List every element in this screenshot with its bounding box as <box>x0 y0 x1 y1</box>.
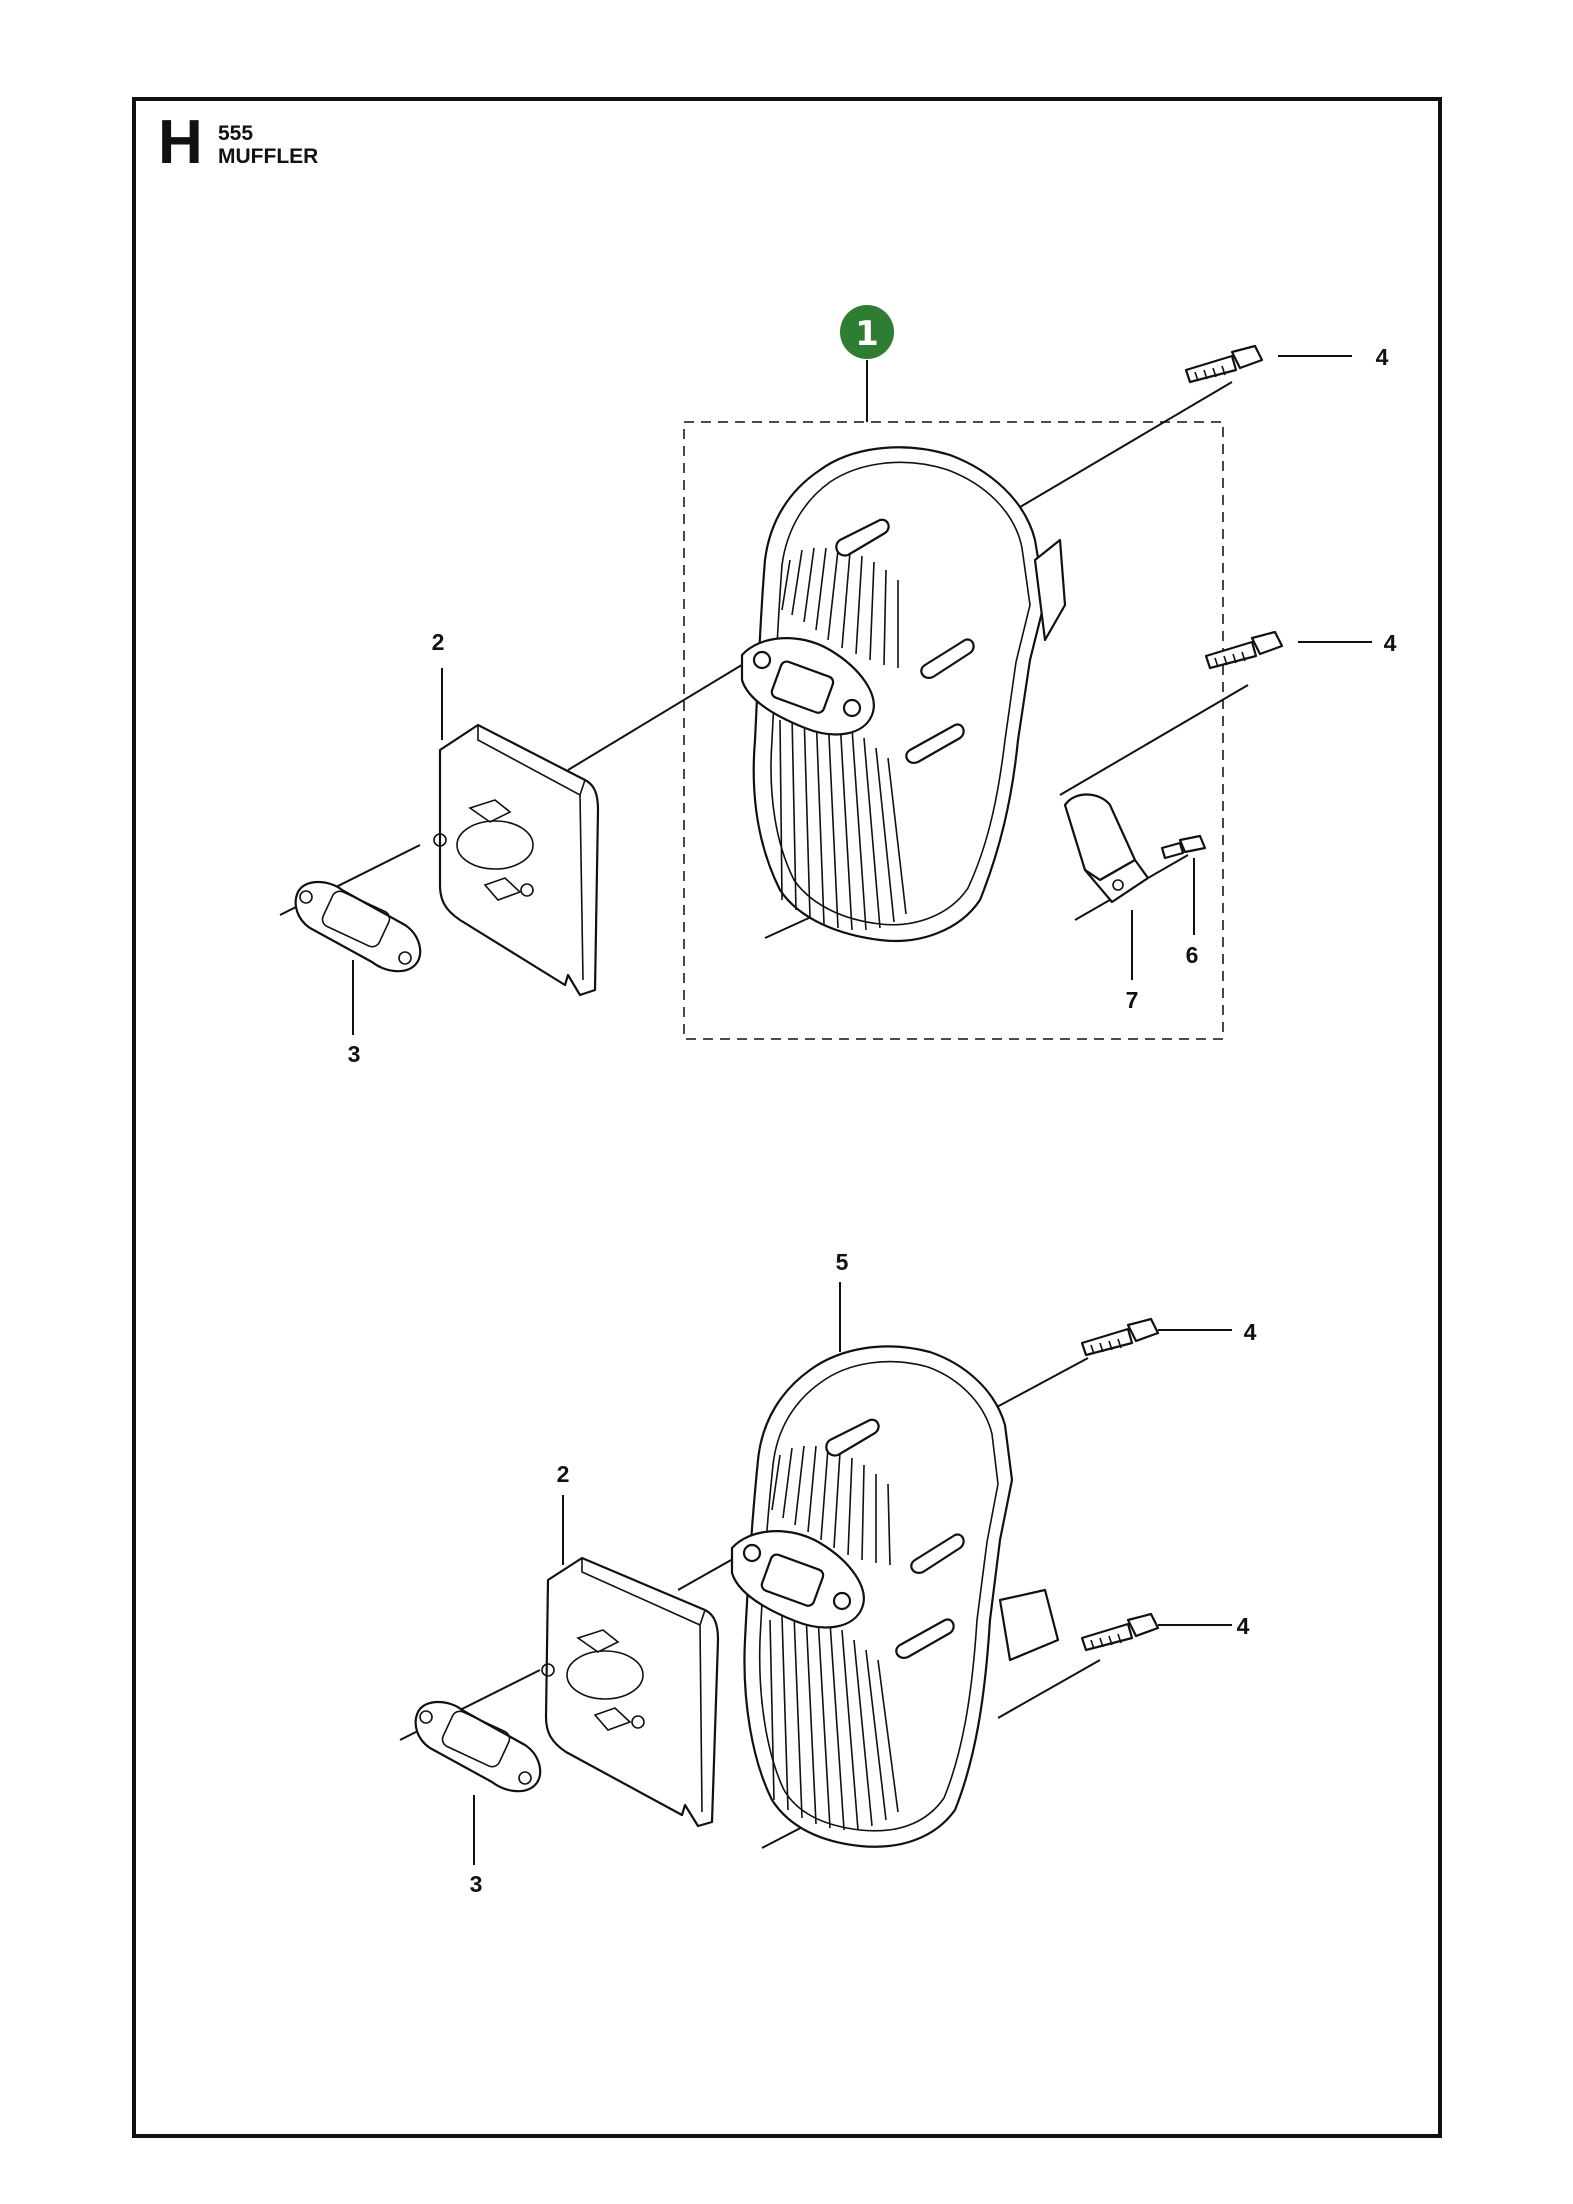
callout-bolt: 4 <box>1237 1613 1250 1639</box>
bracket <box>1063 793 1150 904</box>
assembly-line <box>1014 381 1233 511</box>
muffler-body <box>730 1345 1060 1848</box>
callout-muffler: 5 <box>836 1249 849 1275</box>
section-letter: H <box>158 108 203 177</box>
assembly-line <box>997 1659 1101 1719</box>
lower-assembly <box>399 1282 1232 1865</box>
callout-screw: 6 <box>1186 942 1199 968</box>
assembly-line <box>994 1357 1089 1409</box>
bolt <box>1204 630 1284 670</box>
assembly-line <box>567 659 751 771</box>
callout-gasket: 3 <box>348 1041 361 1067</box>
bolt <box>1184 344 1264 384</box>
bolt <box>1080 1612 1160 1652</box>
outlet-deflector <box>998 1588 1060 1662</box>
lower-fins <box>769 1613 899 1831</box>
upper-assembly <box>279 344 1372 1040</box>
screw <box>1160 834 1207 860</box>
callout-bracket: 7 <box>1126 987 1139 1013</box>
callout-heat-shield: 2 <box>557 1461 570 1487</box>
assembly-line <box>1059 684 1249 796</box>
gasket <box>294 880 422 973</box>
cooling-fins <box>771 1445 891 1566</box>
heat-shield <box>433 723 600 997</box>
callout-bolt: 4 <box>1376 344 1389 370</box>
assembly-line <box>677 1554 741 1591</box>
bolt <box>1080 1317 1160 1357</box>
kit-badge: 1 <box>840 305 894 359</box>
lower-fins <box>779 711 907 931</box>
kit-badge-number: 1 <box>855 314 879 354</box>
page-frame <box>132 97 1442 2138</box>
kit-badge-circle <box>840 305 894 359</box>
muffler-body <box>740 446 1067 942</box>
heat-shield <box>541 1556 720 1828</box>
cooling-fins <box>781 547 899 668</box>
section-title: MUFFLER <box>218 145 319 168</box>
callout-bolt: 4 <box>1244 1319 1257 1345</box>
gasket <box>414 1700 542 1793</box>
callout-heat-shield: 2 <box>432 629 445 655</box>
callout-gasket: 3 <box>470 1871 483 1897</box>
model-number: 555 <box>218 122 254 145</box>
callout-bolt: 4 <box>1384 630 1397 656</box>
